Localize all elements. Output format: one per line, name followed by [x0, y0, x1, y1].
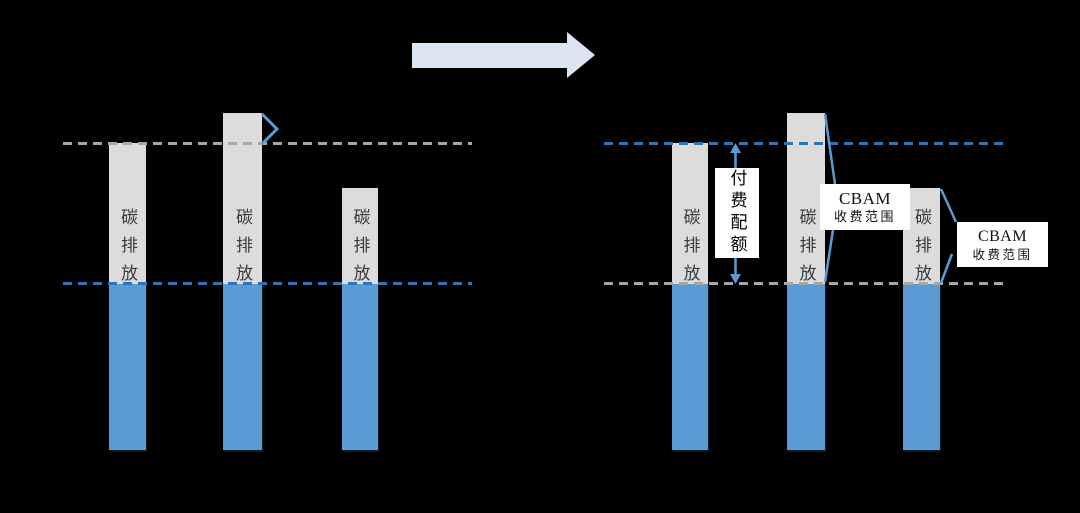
- paid-quota-arrowhead-up-icon: [730, 143, 741, 153]
- emission-gray-segment: 碳排放: [223, 113, 262, 292]
- transition-arrow-icon: [412, 32, 595, 78]
- cbam-scope-line2: 收费范围: [833, 209, 896, 225]
- cbam-scope-label-2: CBAM 收费范围: [957, 222, 1048, 267]
- excess-bracket-icon: [260, 112, 280, 146]
- emission-blue-segment: [109, 284, 146, 450]
- emission-gray-segment: 碳排放: [903, 188, 940, 292]
- cbam-connector-line: [823, 229, 835, 283]
- emission-blue-segment: [342, 284, 378, 450]
- emission-blue-segment: [787, 284, 825, 450]
- emission-blue-segment: [672, 284, 708, 450]
- cbam-scope-line1: CBAM: [838, 189, 892, 209]
- emission-blue-segment: [903, 284, 940, 450]
- paid-quota-arrowhead-down-icon: [730, 274, 741, 284]
- paid-quota-label: 付费配额: [715, 168, 759, 258]
- cbam-connector-line: [939, 253, 954, 284]
- emission-gray-segment: 碳排放: [109, 143, 146, 292]
- emission-bar-label: 碳排放: [232, 208, 252, 292]
- cbam-scope-label-1: CBAM 收费范围: [820, 184, 910, 230]
- emission-gray-segment: 碳排放: [787, 113, 825, 292]
- cbam-connector-line: [823, 113, 837, 185]
- emission-bar-label: 碳排放: [679, 208, 700, 292]
- emission-bar-label: 碳排放: [911, 208, 931, 292]
- paid-quota-label-text: 付费配额: [726, 169, 747, 257]
- emission-blue-segment: [223, 284, 262, 450]
- cbam-connector-line: [939, 188, 958, 223]
- cbam-scope-line2: 收费范围: [972, 246, 1033, 262]
- emission-gray-segment: 碳排放: [342, 188, 378, 292]
- emission-bar-label: 碳排放: [795, 208, 816, 292]
- emission-gray-segment: 碳排放: [672, 143, 708, 292]
- emission-bar-label: 碳排放: [117, 208, 137, 292]
- cbam-scope-line1: CBAM: [977, 227, 1028, 245]
- emission-bar-label: 碳排放: [349, 208, 370, 292]
